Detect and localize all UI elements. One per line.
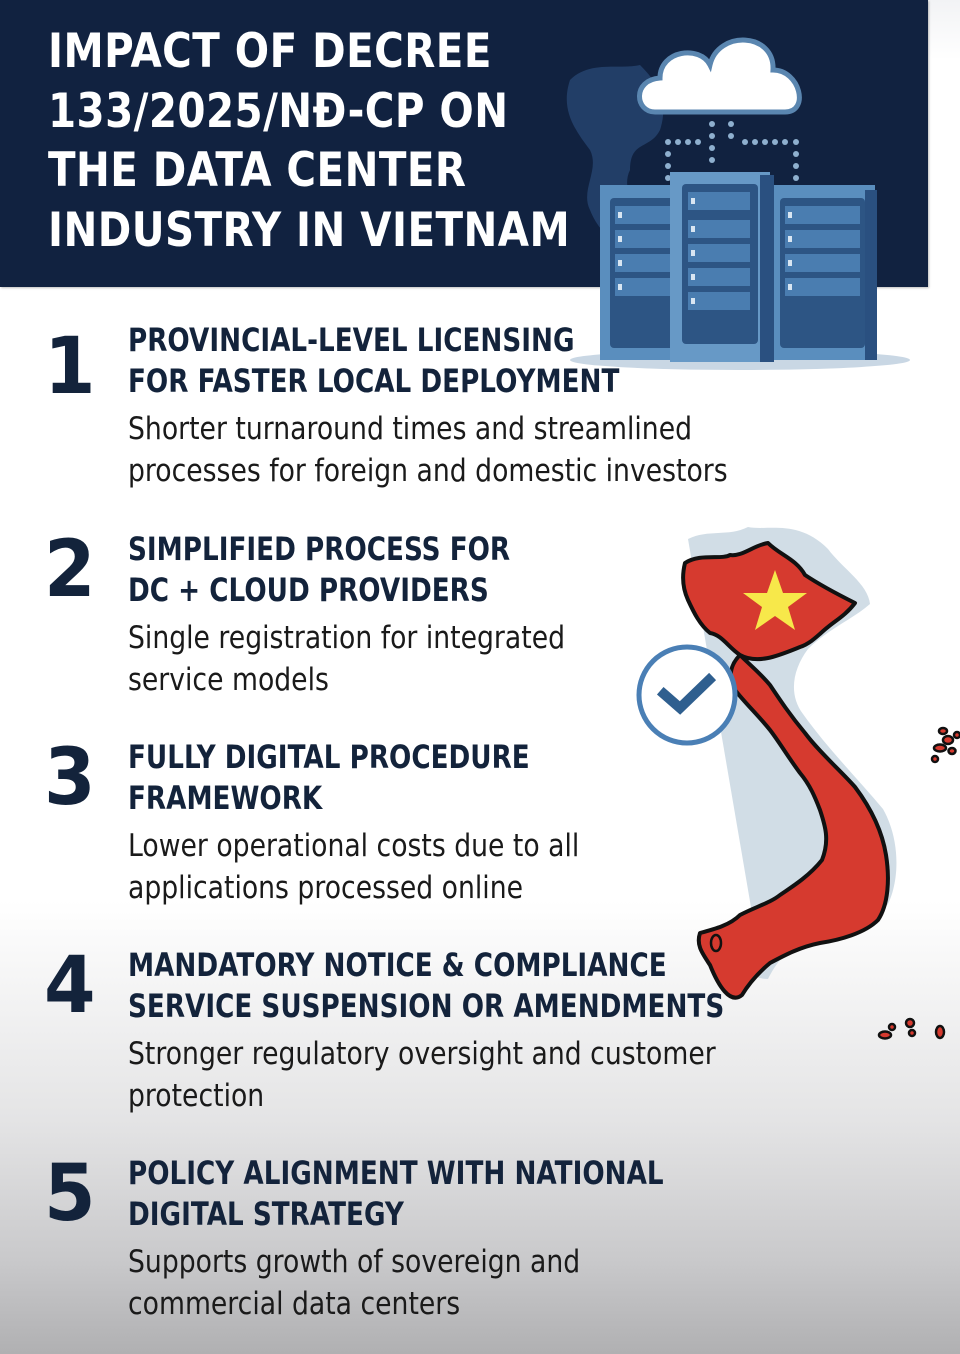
description-line: Lower operational costs due to all bbox=[128, 828, 580, 864]
server-rack-center bbox=[670, 172, 774, 362]
spratly-islands-icon bbox=[877, 1017, 946, 1040]
heading-line: FRAMEWORK bbox=[128, 779, 323, 817]
item-heading: FULLY DIGITAL PROCEDURE FRAMEWORK bbox=[128, 737, 530, 819]
heading-line: POLICY ALIGNMENT WITH NATIONAL bbox=[128, 1154, 664, 1192]
item-description: Shorter turnaround times and streamlined… bbox=[128, 408, 728, 492]
description-line: service models bbox=[128, 662, 329, 698]
paracel-islands-icon bbox=[930, 726, 960, 764]
phu-quoc-island-icon bbox=[709, 933, 723, 953]
heading-line: MANDATORY NOTICE & COMPLIANCE bbox=[128, 946, 667, 984]
description-line: commercial data centers bbox=[128, 1286, 461, 1322]
description-line: applications processed online bbox=[128, 870, 523, 906]
item-heading: PROVINCIAL-LEVEL LICENSING FOR FASTER LO… bbox=[128, 320, 619, 402]
description-line: protection bbox=[128, 1078, 265, 1114]
network-lines bbox=[665, 121, 799, 193]
item-heading: SIMPLIFIED PROCESS FOR DC + CLOUD PROVID… bbox=[128, 529, 510, 611]
description-line: Stronger regulatory oversight and custom… bbox=[128, 1036, 716, 1072]
page-title: IMPACT OF DECREE 133/2025/NĐ-CP ON THE D… bbox=[48, 22, 570, 260]
heading-line: FOR FASTER LOCAL DEPLOYMENT bbox=[128, 362, 620, 400]
title-line: INDUSTRY IN VIETNAM bbox=[48, 202, 571, 258]
star-icon bbox=[743, 570, 807, 630]
cloud-data-center-icon bbox=[566, 37, 910, 370]
item-description: Supports growth of sovereign and commerc… bbox=[128, 1241, 580, 1325]
item-number: 1 bbox=[44, 322, 96, 412]
map-shape bbox=[681, 541, 890, 1000]
title-line: THE DATA CENTER bbox=[48, 143, 467, 198]
item-heading: POLICY ALIGNMENT WITH NATIONAL DIGITAL S… bbox=[128, 1153, 664, 1235]
heading-line: SERVICE SUSPENSION OR AMENDMENTS bbox=[128, 987, 725, 1025]
description-line: Shorter turnaround times and streamlined bbox=[128, 411, 693, 447]
heading-line: FULLY DIGITAL PROCEDURE bbox=[128, 738, 530, 776]
item-number: 4 bbox=[44, 941, 96, 1031]
description-line: Single registration for integrated bbox=[128, 620, 566, 656]
item-description: Single registration for integrated servi… bbox=[128, 617, 565, 701]
map-silhouette-icon bbox=[566, 65, 664, 240]
vietnam-map-icon bbox=[681, 527, 960, 1040]
description-line: Supports growth of sovereign and bbox=[128, 1244, 581, 1280]
heading-line: PROVINCIAL-LEVEL LICENSING bbox=[128, 321, 575, 359]
server-rack-right bbox=[770, 185, 877, 360]
item-number: 2 bbox=[44, 525, 96, 615]
item-number: 3 bbox=[44, 733, 96, 823]
title-line: IMPACT OF DECREE bbox=[48, 24, 492, 79]
heading-line: SIMPLIFIED PROCESS FOR bbox=[128, 530, 511, 568]
item-description: Lower operational costs due to all appli… bbox=[128, 825, 579, 909]
title-line: 133/2025/NĐ-CP ON bbox=[48, 83, 509, 139]
item-description: Stronger regulatory oversight and custom… bbox=[128, 1033, 716, 1117]
description-line: processes for foreign and domestic inves… bbox=[128, 453, 728, 489]
item-heading: MANDATORY NOTICE & COMPLIANCE SERVICE SU… bbox=[128, 945, 724, 1027]
heading-line: DIGITAL STRATEGY bbox=[128, 1195, 404, 1233]
heading-line: DC + CLOUD PROVIDERS bbox=[128, 571, 489, 609]
check-circle-icon bbox=[636, 644, 738, 746]
cloud-icon bbox=[637, 37, 802, 115]
item-number: 5 bbox=[44, 1149, 96, 1239]
